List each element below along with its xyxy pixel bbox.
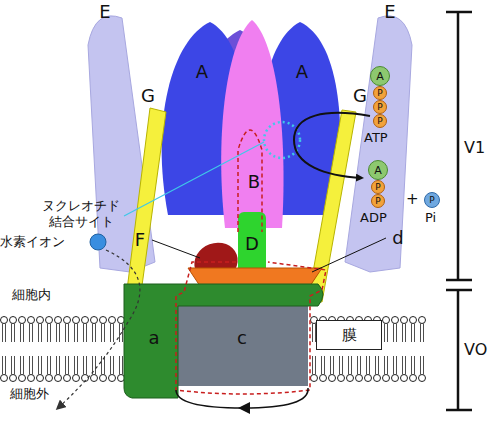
node-text: P	[375, 196, 380, 206]
a-label: A	[192, 60, 212, 82]
d-label: D	[242, 232, 262, 254]
node-text: D	[245, 233, 259, 254]
c-label: c	[232, 326, 252, 348]
phosphate-circle: P	[371, 180, 385, 194]
node-text: E	[99, 1, 110, 22]
node-text: A	[196, 61, 208, 82]
e-subunit	[88, 16, 155, 272]
node-text: c	[237, 327, 247, 348]
domain-label: VO	[464, 340, 487, 359]
node-text: A	[296, 61, 308, 82]
region-label: 細胞内	[12, 287, 51, 303]
domain-label: V1	[464, 138, 485, 157]
node-text: 膜	[342, 326, 357, 345]
e-subunit	[345, 16, 412, 272]
site-label: ヌクレオチド 結合サイト	[38, 198, 124, 229]
a-label: a	[144, 326, 164, 348]
adenine-circle: A	[370, 66, 390, 86]
a-subunit-membrane	[124, 284, 323, 398]
leader-line	[312, 238, 386, 272]
node-text: E	[384, 1, 395, 22]
node-text: a	[148, 327, 159, 348]
node-text: G	[141, 85, 155, 106]
g-label: G	[350, 84, 370, 106]
node-text: A	[376, 70, 384, 83]
phosphate-circle: P	[424, 192, 440, 208]
node-text: A	[374, 164, 382, 177]
molecule-label: ADP	[360, 210, 387, 226]
b-label: B	[244, 170, 264, 192]
ion-label: 水素イオン	[0, 234, 65, 250]
node-text: d	[392, 227, 403, 248]
node-text: P	[377, 88, 382, 98]
phosphate-circle: P	[373, 114, 387, 128]
e-label: E	[95, 0, 115, 22]
phosphate-circle: P	[373, 86, 387, 100]
leader-line	[152, 240, 200, 258]
g-label: G	[138, 84, 158, 106]
region-label: 細胞外	[10, 386, 49, 402]
node-text: P	[377, 102, 382, 112]
f-label: F	[130, 228, 150, 250]
node-text: B	[248, 171, 260, 192]
proton-symbol	[90, 234, 106, 250]
molecule-label: Pi	[425, 210, 436, 226]
membrane-box: 膜	[316, 320, 382, 350]
rotation-arrowhead	[238, 402, 250, 414]
molecule-label: ATP	[364, 130, 388, 146]
plus-sign: +	[406, 190, 419, 208]
leader-line	[124, 142, 264, 216]
adenine-circle: A	[368, 160, 388, 180]
node-text: P	[375, 182, 380, 192]
proton-path	[58, 250, 140, 408]
phosphate-circle: P	[371, 194, 385, 208]
small-d-label: d	[388, 226, 408, 248]
a-label: A	[292, 60, 312, 82]
node-text: G	[353, 85, 367, 106]
node-text: F	[135, 229, 145, 250]
phosphate-circle: P	[373, 100, 387, 114]
e-label: E	[380, 0, 400, 22]
rotation-line	[176, 388, 308, 408]
rotor-outline	[176, 262, 326, 394]
node-text: P	[429, 195, 434, 205]
c-ring	[178, 300, 308, 386]
reaction-arrow	[294, 113, 370, 178]
d-subunit	[238, 212, 266, 274]
node-text: P	[377, 116, 382, 126]
